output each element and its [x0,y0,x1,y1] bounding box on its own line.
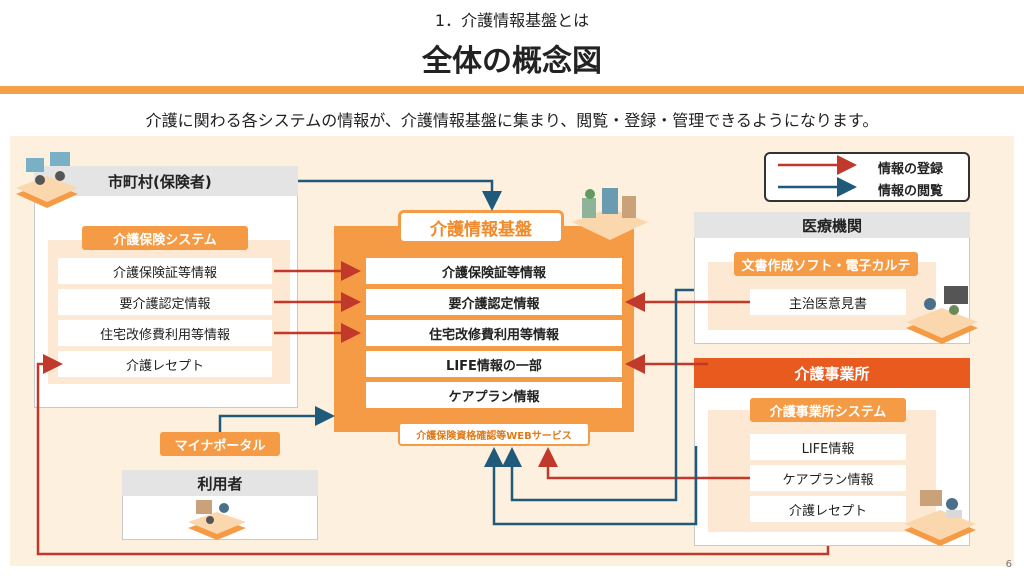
muni-item-care-certification: 要介護認定情報 [58,289,272,315]
user-title: 利用者 [122,470,318,496]
municipality-title: 市町村(保険者) [34,166,298,196]
muni-item-insurance-card: 介護保険証等情報 [58,258,272,284]
description-text: 介護に関わる各システムの情報が、介護情報基盤に集まり、閲覧・登録・管理できるよう… [145,111,879,130]
core-item-care-certification: 要介護認定情報 [366,289,622,315]
provider-item-care-plan: ケアプラン情報 [750,465,906,491]
legend-view-label: 情報の閲覧 [878,184,944,199]
user-home-illustration-icon [188,500,246,540]
core-platform-title: 介護情報基盤 [398,210,564,244]
web-service-label: 介護保険資格確認等WEBサービス [398,422,590,446]
platform-city-illustration-icon [572,188,648,240]
muni-item-care-receipt: 介護レセプト [58,351,272,377]
muni-item-housing-renovation: 住宅改修費利用等情報 [58,320,272,346]
municipality-system-tag: 介護保険システム [82,226,248,250]
mynaportal-tag: マイナポータル [160,432,280,456]
medical-title: 医療機関 [694,212,970,238]
medical-item-physician-opinion: 主治医意見書 [750,289,906,315]
care-office-illustration-icon [904,490,976,546]
provider-item-life: LIFE情報 [750,434,906,460]
legend-register-label: 情報の登録 [878,162,944,177]
section-subtitle: 1．介護情報基盤とは [434,11,590,30]
core-item-care-plan: ケアプラン情報 [366,382,622,408]
provider-item-care-receipt: 介護レセプト [750,496,906,522]
page-title: 全体の概念図 [422,44,602,79]
municipality-office-illustration-icon [16,152,78,208]
medical-system-tag: 文書作成ソフト・電子カルテ [734,252,918,276]
legend-box [764,152,970,202]
core-item-insurance-card: 介護保険証等情報 [366,258,622,284]
provider-title: 介護事業所 [694,358,970,388]
title-divider [0,86,1024,94]
core-item-life-partial: LIFE情報の一部 [366,351,622,377]
provider-system-tag: 介護事業所システム [750,398,906,422]
page-number: 6 [1005,559,1012,570]
core-item-housing-renovation: 住宅改修費利用等情報 [366,320,622,346]
medical-consultation-illustration-icon [906,286,978,344]
